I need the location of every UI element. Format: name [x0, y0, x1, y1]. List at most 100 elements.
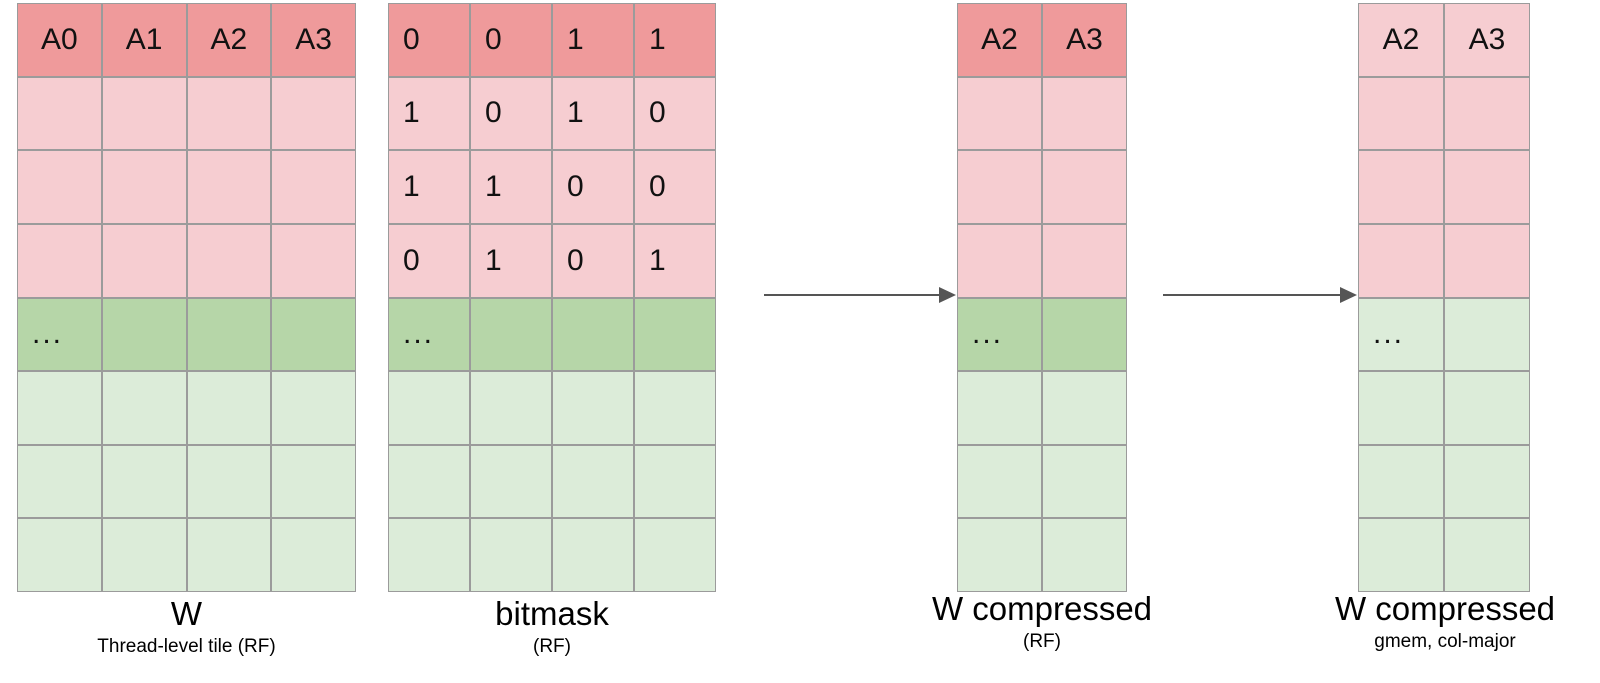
table-cell: [388, 444, 470, 519]
table-cell: 1: [470, 223, 552, 298]
table-cell: [186, 444, 272, 519]
table-cell: [271, 76, 356, 151]
table-cell: [1042, 76, 1127, 151]
table-cell: [1042, 371, 1127, 445]
table-cell: [101, 150, 187, 224]
table-cell: [1358, 444, 1444, 519]
table-cell: [957, 150, 1042, 224]
caption-bitmask: bitmask (RF): [388, 595, 716, 659]
caption-subtitle: gmem, col-major: [1374, 630, 1516, 652]
caption-subtitle: Thread-level tile (RF): [97, 635, 276, 657]
ellipsis-glyph: ...: [1373, 317, 1405, 351]
table-cell: [271, 371, 356, 445]
table-cell: [271, 297, 356, 372]
caption-w-tile: W Thread-level tile (RF): [17, 595, 356, 659]
table-cell: [186, 76, 272, 151]
table-cell: [101, 371, 187, 445]
table-cell: 1: [470, 150, 552, 224]
table-cell: [17, 518, 102, 592]
table-cell: [186, 371, 272, 445]
table-cell: 1: [634, 223, 716, 298]
table-cell: [1042, 518, 1127, 592]
column-header-cell: A0: [17, 3, 102, 77]
table-cell: [552, 297, 634, 372]
table-cell: [957, 518, 1042, 592]
table-cell: 0: [634, 76, 716, 151]
table-cell: 0: [388, 223, 470, 298]
caption-subtitle: (RF): [1023, 630, 1061, 652]
table-cell: 0: [634, 150, 716, 224]
table-cell: [470, 444, 552, 519]
table-cell: [101, 76, 187, 151]
column-header-cell: A3: [271, 3, 356, 77]
table-cell: [186, 150, 272, 224]
table-cell: 0: [470, 3, 552, 77]
ellipsis-glyph: ...: [32, 317, 64, 351]
caption-title: W: [170, 595, 203, 632]
column-header-cell: A2: [957, 3, 1042, 77]
ellipsis-glyph: ...: [403, 317, 435, 351]
table-cell: [634, 444, 716, 519]
column-header-cell: A2: [1358, 3, 1444, 77]
table-cell: [1042, 297, 1127, 372]
caption-subtitle: (RF): [533, 635, 571, 657]
arrow-shaft: [1163, 294, 1341, 296]
table-cell: [1358, 223, 1444, 298]
table-cell: [1444, 297, 1530, 372]
table-cell: [634, 297, 716, 372]
table-cell: 0: [552, 150, 634, 224]
table-cell: [470, 371, 552, 445]
column-header-cell: A2: [186, 3, 272, 77]
table-cell: [17, 76, 102, 151]
table-cell: [1358, 371, 1444, 445]
table-cell: [1444, 150, 1530, 224]
table-cell: [552, 518, 634, 592]
table-cell: [957, 444, 1042, 519]
table-cell: [1444, 518, 1530, 592]
table-cell: [101, 444, 187, 519]
table-cell: [388, 518, 470, 592]
table-cell: [186, 518, 272, 592]
caption-title: bitmask: [495, 595, 609, 632]
table-cell: [17, 223, 102, 298]
table-cell: 1: [388, 150, 470, 224]
table-cell: [634, 371, 716, 445]
table-cell: [1358, 150, 1444, 224]
cell-ellipsis: ...: [957, 297, 1042, 372]
table-cell: 0: [552, 223, 634, 298]
table-cell: [552, 371, 634, 445]
arrow-head: [1340, 287, 1357, 303]
arrow-compressed-to-gmem: [1163, 285, 1357, 305]
table-cell: [101, 297, 187, 372]
table-cell: [634, 518, 716, 592]
table-cell: [101, 223, 187, 298]
table-cell: [1358, 518, 1444, 592]
table-cell: [470, 297, 552, 372]
caption-w-compressed-gmem: W compressed gmem, col-major: [1300, 590, 1590, 654]
arrow-bitmask-to-compressed: [764, 285, 956, 305]
column-header-cell: A3: [1444, 3, 1530, 77]
table-cell: [552, 444, 634, 519]
table-cell: 0: [388, 3, 470, 77]
table-cell: [1042, 444, 1127, 519]
table-cell: [186, 297, 272, 372]
table-cell: [1444, 444, 1530, 519]
cell-ellipsis: ...: [388, 297, 470, 372]
ellipsis-glyph: ...: [972, 317, 1004, 351]
table-cell: [17, 444, 102, 519]
table-cell: 1: [388, 76, 470, 151]
table-cell: [1444, 76, 1530, 151]
column-header-cell: A1: [101, 3, 187, 77]
table-cell: [957, 371, 1042, 445]
caption-title: W compressed: [1334, 590, 1556, 627]
table-cell: [1358, 76, 1444, 151]
table-cell: 1: [552, 76, 634, 151]
table-cell: [271, 444, 356, 519]
table-cell: 1: [634, 3, 716, 77]
table-cell: [1042, 150, 1127, 224]
table-cell: 0: [470, 76, 552, 151]
